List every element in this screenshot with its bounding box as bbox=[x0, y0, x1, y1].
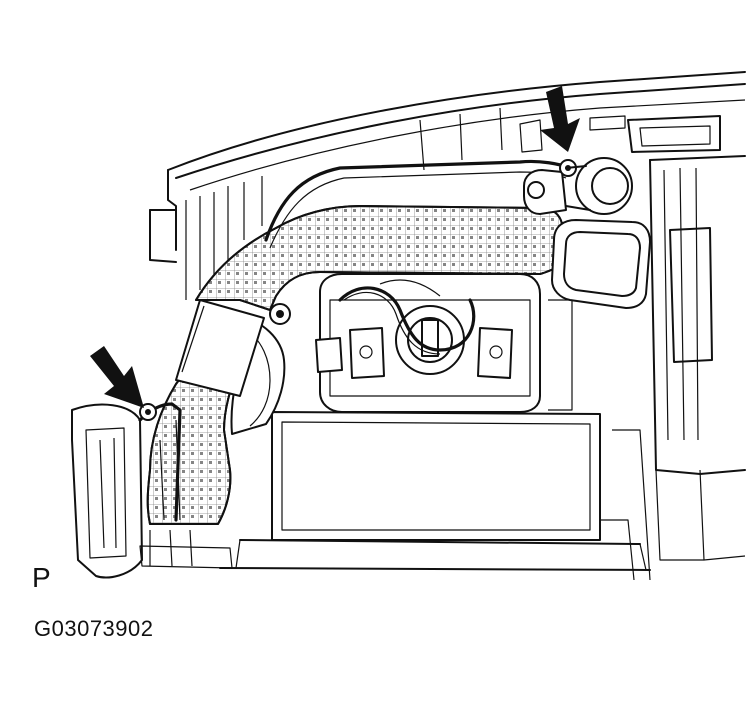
dashboard-outline bbox=[149, 71, 746, 300]
figure-id: G03073902 bbox=[34, 616, 154, 641]
view-label: P bbox=[32, 562, 51, 593]
arrow-down-icon bbox=[540, 86, 580, 152]
left-side-panel bbox=[71, 403, 143, 579]
lower-duct bbox=[138, 299, 291, 525]
lower-console bbox=[139, 411, 651, 571]
right-dash-panel bbox=[600, 115, 746, 581]
center-stack bbox=[315, 273, 573, 413]
air-duct bbox=[195, 157, 651, 311]
arrow-down-right-icon bbox=[90, 346, 144, 408]
